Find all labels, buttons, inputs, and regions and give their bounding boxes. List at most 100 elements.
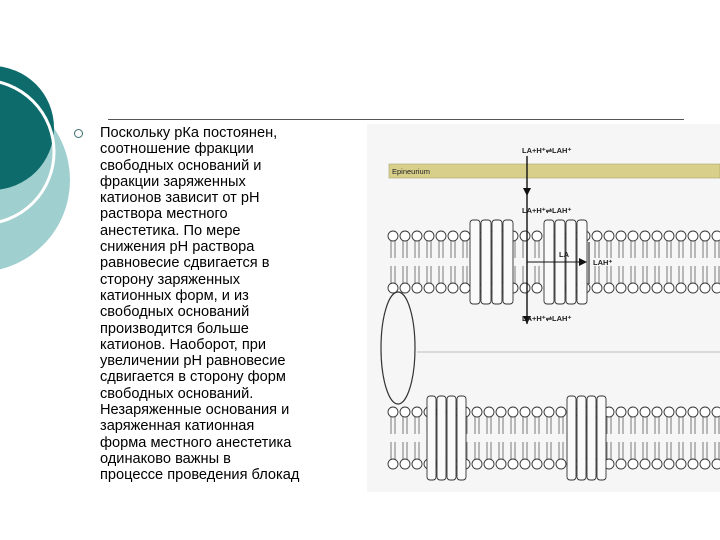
- bullet-circle-icon: [74, 129, 83, 138]
- lipid-head: [627, 230, 639, 242]
- lipid-tail: [546, 442, 552, 459]
- node-oval: [380, 291, 416, 405]
- lipid-tail: [546, 417, 552, 434]
- lah-label: LAH⁺: [593, 258, 613, 267]
- lipid-tail: [702, 266, 708, 283]
- lipid-head: [687, 406, 699, 418]
- lipid-tail: [390, 417, 396, 434]
- lipid-tail: [414, 442, 420, 459]
- lipid-head: [387, 458, 399, 470]
- lipid-tail: [594, 241, 600, 258]
- lipid-head: [423, 230, 435, 242]
- lipid-tail: [450, 241, 456, 258]
- lipid-head: [471, 458, 483, 470]
- lipid-tail: [678, 266, 684, 283]
- lipid-head: [699, 230, 711, 242]
- lipid-tail: [390, 442, 396, 459]
- lipid-tail: [438, 241, 444, 258]
- lipid-head: [603, 282, 615, 294]
- lipid-tail: [522, 417, 528, 434]
- lipid-head: [675, 282, 687, 294]
- lipid-tail: [606, 417, 612, 434]
- lipid-head: [483, 406, 495, 418]
- lipid-tail: [618, 417, 624, 434]
- lipid-head: [423, 282, 435, 294]
- lipid-tail: [654, 442, 660, 459]
- lipid-tail: [486, 442, 492, 459]
- lipid-head: [663, 406, 675, 418]
- lipid-head: [591, 282, 603, 294]
- lipid-tail: [390, 266, 396, 283]
- lipid-tail: [666, 442, 672, 459]
- epineurium-label: Epineurium: [392, 167, 430, 176]
- channel-subunit: [446, 395, 457, 481]
- lipid-tail: [690, 442, 696, 459]
- lipid-head: [651, 230, 663, 242]
- lipid-tail: [642, 417, 648, 434]
- lipid-head: [435, 230, 447, 242]
- slide-paragraph: Поскольку рКа постоянен, соотношение фра…: [100, 125, 300, 484]
- lipid-tail: [426, 266, 432, 283]
- lipid-tail: [654, 417, 660, 434]
- lipid-tail: [426, 241, 432, 258]
- channel-subunit: [566, 395, 577, 481]
- la-arrowhead: [579, 258, 587, 266]
- lipid-tail: [402, 417, 408, 434]
- lipid-head: [543, 406, 555, 418]
- lipid-head: [531, 406, 543, 418]
- lipid-tail: [690, 417, 696, 434]
- lipid-tail: [630, 442, 636, 459]
- lipid-tail: [690, 266, 696, 283]
- lipid-head: [651, 458, 663, 470]
- lipid-head: [387, 406, 399, 418]
- lipid-head: [699, 458, 711, 470]
- decorative-circles: [0, 66, 70, 270]
- lipid-tail: [666, 266, 672, 283]
- lipid-tail: [534, 442, 540, 459]
- lipid-head: [495, 458, 507, 470]
- lipid-tail: [498, 417, 504, 434]
- channel-subunit: [436, 395, 447, 481]
- lipid-tail: [702, 241, 708, 258]
- lipid-head: [519, 406, 531, 418]
- lipid-tail: [510, 417, 516, 434]
- lipid-tail: [606, 241, 612, 258]
- lipid-tail: [606, 266, 612, 283]
- lipid-tail: [510, 442, 516, 459]
- lipid-tail: [402, 442, 408, 459]
- lipid-tail: [618, 241, 624, 258]
- channel-subunit: [426, 395, 437, 481]
- lipid-head: [519, 230, 531, 242]
- lipid-head: [399, 406, 411, 418]
- lipid-head: [543, 458, 555, 470]
- lipid-tail: [654, 266, 660, 283]
- title-divider-line: [108, 119, 684, 120]
- lipid-head: [495, 406, 507, 418]
- channel-subunit: [596, 395, 607, 481]
- lipid-tail: [678, 417, 684, 434]
- lipid-tail: [618, 442, 624, 459]
- lipid-head: [663, 282, 675, 294]
- membrane-diagram: LA+H⁺⇌LAH⁺ Epineurium LA+H⁺⇌LAH⁺ LA LAH⁺…: [367, 124, 720, 492]
- white-inner-arc: [0, 80, 56, 224]
- arrowhead-epineurium: [523, 188, 531, 196]
- lipid-head: [687, 282, 699, 294]
- lipid-head: [411, 406, 423, 418]
- lipid-tail: [462, 241, 468, 258]
- lipid-head: [675, 230, 687, 242]
- channel-subunit: [480, 219, 492, 305]
- lipid-head: [399, 458, 411, 470]
- lipid-head: [531, 230, 543, 242]
- lipid-head: [531, 282, 543, 294]
- lipid-tail: [714, 241, 720, 258]
- lipid-tail: [642, 241, 648, 258]
- lipid-tail: [438, 266, 444, 283]
- lipid-tail: [714, 266, 720, 283]
- lipid-tail: [642, 442, 648, 459]
- lipid-tail: [450, 266, 456, 283]
- lipid-head: [507, 458, 519, 470]
- lipid-head: [447, 230, 459, 242]
- lipid-head: [591, 230, 603, 242]
- lipid-tail: [462, 266, 468, 283]
- lipid-head: [411, 458, 423, 470]
